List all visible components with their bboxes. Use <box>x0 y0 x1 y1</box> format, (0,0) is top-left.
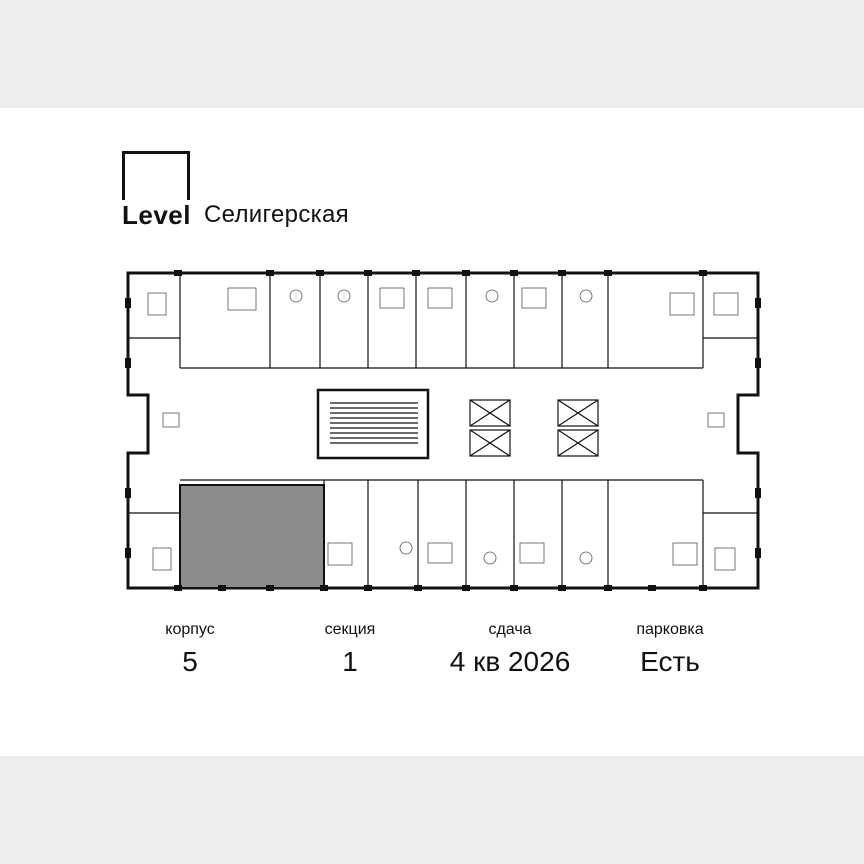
logo-mark <box>122 151 190 217</box>
info-value: Есть <box>640 646 700 677</box>
selected-apartment[interactable] <box>179 484 325 589</box>
stair-core <box>316 388 430 460</box>
info-korpus: корпус 5 <box>140 620 240 680</box>
info-label: парковка <box>636 621 704 638</box>
info-delivery: сдача 4 кв 2026 <box>420 620 600 680</box>
elevator-core <box>469 399 599 457</box>
floor-plan <box>125 270 761 591</box>
info-label: сдача <box>488 621 532 638</box>
logo: Level Селигерская <box>122 151 412 231</box>
info-value: 1 <box>342 646 358 677</box>
info-value: 4 кв 2026 <box>449 646 571 677</box>
plan-card: Level Селигерская <box>0 108 864 756</box>
info-label: секция <box>324 621 376 638</box>
info-value: 5 <box>182 646 198 677</box>
info-section: секция 1 <box>300 620 400 680</box>
info-label: корпус <box>165 621 215 638</box>
logo-brand: Level <box>122 200 193 230</box>
logo-project-name: Селигерская <box>204 201 349 228</box>
info-parking: парковка Есть <box>610 620 730 680</box>
